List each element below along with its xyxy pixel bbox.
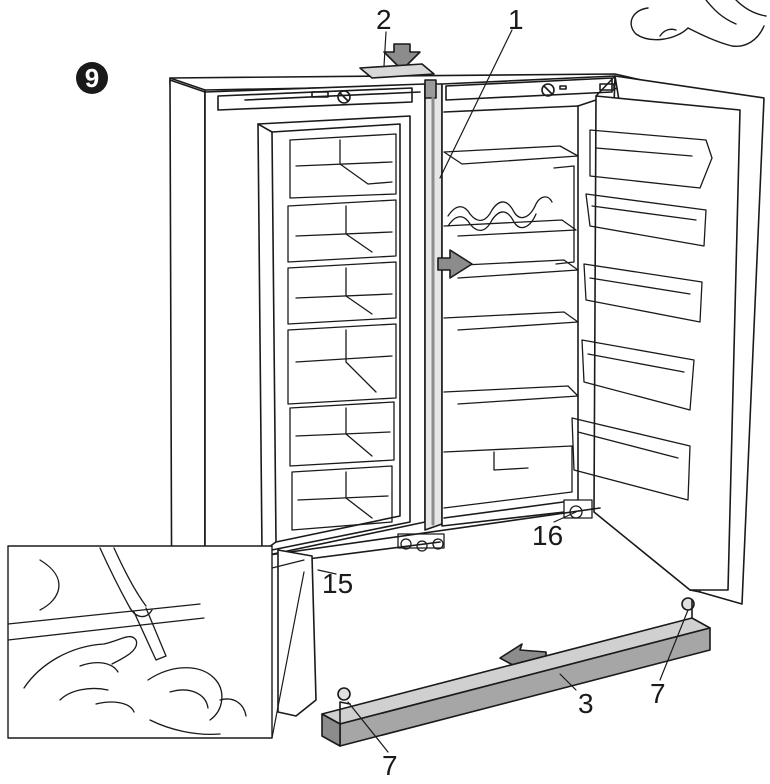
right-door: [593, 75, 765, 605]
callout-2: 2: [376, 4, 392, 35]
callout-7-right: 7: [650, 678, 666, 709]
callout-16: 16: [532, 520, 564, 551]
arrow-right-icon: [437, 249, 473, 279]
center-mullion: [424, 79, 443, 531]
fridge-shelves: [443, 145, 579, 509]
freezer-drawers: [287, 133, 397, 531]
door-bins: [571, 129, 713, 501]
step-number-badge: 9: [76, 62, 108, 94]
arrow-down-icon: [383, 43, 421, 71]
callout-7-left: 7: [382, 750, 398, 781]
callout-15: 15: [322, 568, 354, 599]
callout-1: 1: [508, 4, 524, 35]
bottom-hinge-feet: [397, 499, 593, 552]
hand-top-sketch: [630, 0, 767, 47]
inset-detail: [7, 545, 305, 739]
callout-3: 3: [578, 688, 594, 719]
top-cover-strip: [359, 63, 435, 79]
cabinet-base: [261, 507, 601, 561]
side-panel-lower: [277, 549, 317, 717]
plinth-trim: [321, 597, 711, 747]
freezer-compartment: [204, 83, 426, 569]
leader-lines: [317, 29, 689, 753]
